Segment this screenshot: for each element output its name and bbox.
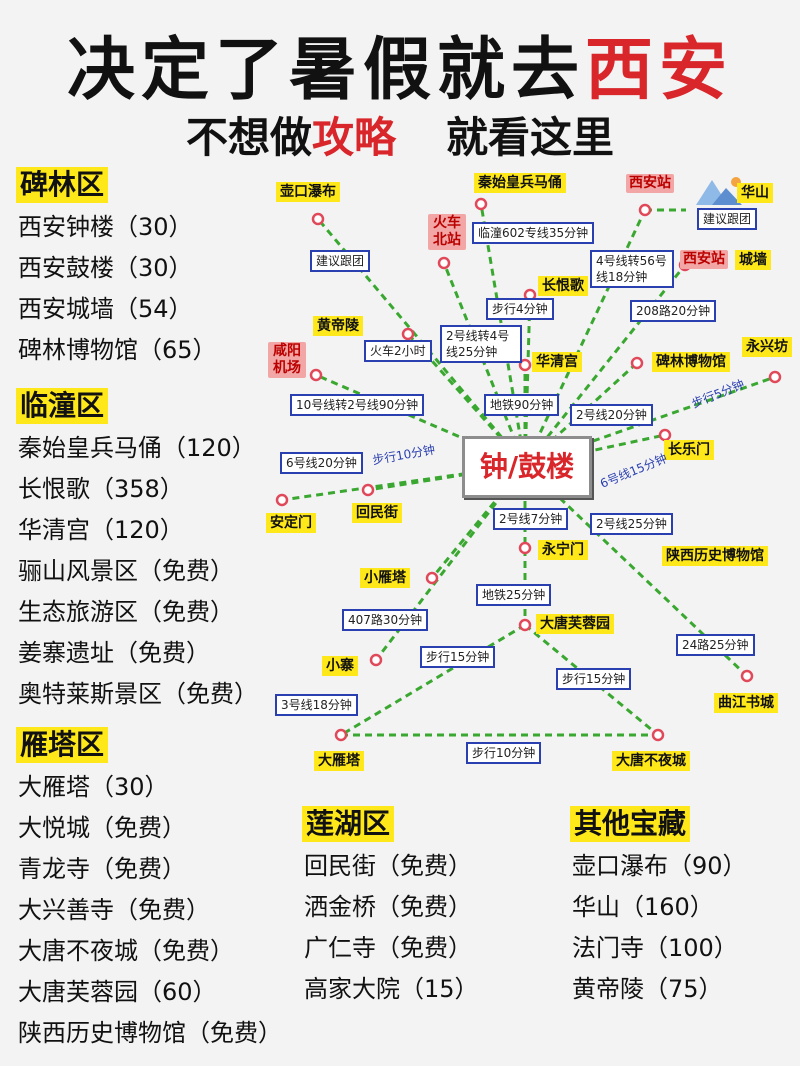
- title-accent: 西安: [585, 31, 734, 110]
- list-item: 奥特莱斯景区（免费）: [18, 680, 258, 708]
- list-item: 黄帝陵（75）: [572, 975, 723, 1003]
- route-line3-18: 3号线18分钟: [275, 694, 358, 716]
- subtitle-part-b: 就看这里: [446, 113, 615, 162]
- station-xian-railway-2: 西安站: [680, 250, 728, 269]
- route-walk4: 步行4分钟: [486, 298, 554, 320]
- station-hukou: 壶口瀑布: [276, 182, 340, 202]
- station-xianyang-airport: 咸阳机场: [268, 342, 306, 378]
- station-andingmen: 安定门: [266, 513, 316, 533]
- district-title-other: 其他宝藏: [570, 806, 691, 842]
- center-station-zhonggulou: 钟/鼓楼: [462, 436, 592, 498]
- subtitle-part-a: 不想做: [185, 113, 312, 162]
- list-item: 骊山风景区（免费）: [18, 557, 234, 585]
- route-line4-56: 4号线转56号线18分钟: [590, 250, 674, 288]
- route-walk15-a: 步行15分钟: [420, 646, 496, 668]
- station-xiaoyanta: 小雁塔: [360, 568, 410, 588]
- district-title-lintong: 临潼区: [16, 388, 109, 424]
- subtitle-accent: 攻略: [311, 113, 396, 162]
- page-subtitle: 不想做攻略 就看这里: [0, 104, 800, 165]
- route-bus407: 407路30分钟: [342, 609, 429, 631]
- list-item: 西安鼓楼（30）: [18, 254, 193, 282]
- list-item: 大唐芙蓉园（60）: [18, 978, 217, 1006]
- station-yongxingfang: 永兴坊: [742, 337, 792, 357]
- station-beilin-museum: 碑林博物馆: [652, 352, 730, 372]
- route-hukou-tour: 建议跟团: [310, 250, 371, 272]
- list-item: 华山（160）: [572, 893, 714, 921]
- station-huaqing: 华清宫: [532, 352, 582, 372]
- station-huashan: 华山: [737, 183, 773, 203]
- station-qujiang-bookcity: 曲江书城: [714, 693, 778, 713]
- list-item: 西安城墙（54）: [18, 295, 193, 323]
- list-item: 陕西历史博物馆（免费）: [18, 1019, 282, 1047]
- route-walk15-b: 步行15分钟: [556, 668, 632, 690]
- list-item: 碑林博物馆（65）: [18, 336, 217, 364]
- route-bus208: 208路20分钟: [630, 300, 717, 322]
- list-item: 西安钟楼（30）: [18, 213, 193, 241]
- route-walk10: 步行10分钟: [466, 742, 542, 764]
- route-line2-25: 2号线25分钟: [590, 513, 673, 535]
- district-title-lianhu: 莲湖区: [302, 806, 395, 842]
- list-item: 大唐不夜城（免费）: [18, 937, 234, 965]
- list-item: 生态旅游区（免费）: [18, 598, 234, 626]
- station-buyecheng: 大唐不夜城: [612, 751, 690, 771]
- list-item: 广仁寺（免费）: [304, 934, 472, 962]
- title-main: 决定了暑假就去: [66, 31, 585, 110]
- route-line2-20: 2号线20分钟: [570, 404, 653, 426]
- list-item: 姜寨遗址（免费）: [18, 639, 210, 667]
- station-chengqiang: 城墙: [735, 250, 771, 270]
- list-item: 回民街（免费）: [304, 852, 472, 880]
- list-item: 洒金桥（免费）: [304, 893, 472, 921]
- route-line2-7: 2号线7分钟: [493, 508, 569, 530]
- list-item: 高家大院（15）: [304, 975, 479, 1003]
- route-line2-4: 2号线转4号线25分钟: [440, 325, 522, 363]
- list-item: 大雁塔（30）: [18, 773, 169, 801]
- station-bingmayong: 秦始皇兵马俑: [474, 173, 566, 193]
- station-yongningmen: 永宁门: [538, 540, 588, 560]
- list-item: 法门寺（100）: [572, 934, 738, 962]
- district-title-beilin: 碑林区: [16, 167, 109, 203]
- station-xian-railway-1: 西安站: [626, 174, 674, 193]
- route-metro90: 地铁90分钟: [484, 394, 560, 416]
- station-dayanta: 大雁塔: [314, 751, 364, 771]
- list-item: 秦始皇兵马俑（120）: [18, 434, 256, 462]
- list-item: 长恨歌（358）: [18, 475, 184, 503]
- route-metro25: 地铁25分钟: [476, 584, 552, 606]
- station-huangdiling: 黄帝陵: [313, 316, 363, 336]
- station-north-railway: 火车北站: [428, 214, 466, 250]
- page-title: 决定了暑假就去西安: [0, 14, 800, 113]
- route-bus24: 24路25分钟: [676, 634, 755, 656]
- route-train2h: 火车2小时: [364, 340, 432, 362]
- station-xiaozhai: 小寨: [322, 656, 358, 676]
- route-line6-20: 6号线20分钟: [280, 452, 363, 474]
- station-changlemen: 长乐门: [664, 440, 714, 460]
- station-furongyuan: 大唐芙蓉园: [536, 614, 614, 634]
- list-item: 大兴善寺（免费）: [18, 896, 210, 924]
- route-bmy-602: 临潼602专线35分钟: [472, 222, 595, 244]
- list-item: 青龙寺（免费）: [18, 855, 186, 883]
- route-line10-2: 10号线转2号线90分钟: [290, 394, 425, 416]
- station-changhen: 长恨歌: [538, 276, 588, 296]
- list-item: 大悦城（免费）: [18, 814, 186, 842]
- list-item: 华清宫（120）: [18, 516, 184, 544]
- route-huashan-tour: 建议跟团: [697, 208, 758, 230]
- station-shaanxi-museum: 陕西历史博物馆: [662, 546, 768, 566]
- list-item: 壶口瀑布（90）: [572, 852, 747, 880]
- station-huiminjie: 回民街: [352, 503, 402, 523]
- mountain-icon: [696, 177, 742, 205]
- district-title-yanta: 雁塔区: [16, 727, 109, 763]
